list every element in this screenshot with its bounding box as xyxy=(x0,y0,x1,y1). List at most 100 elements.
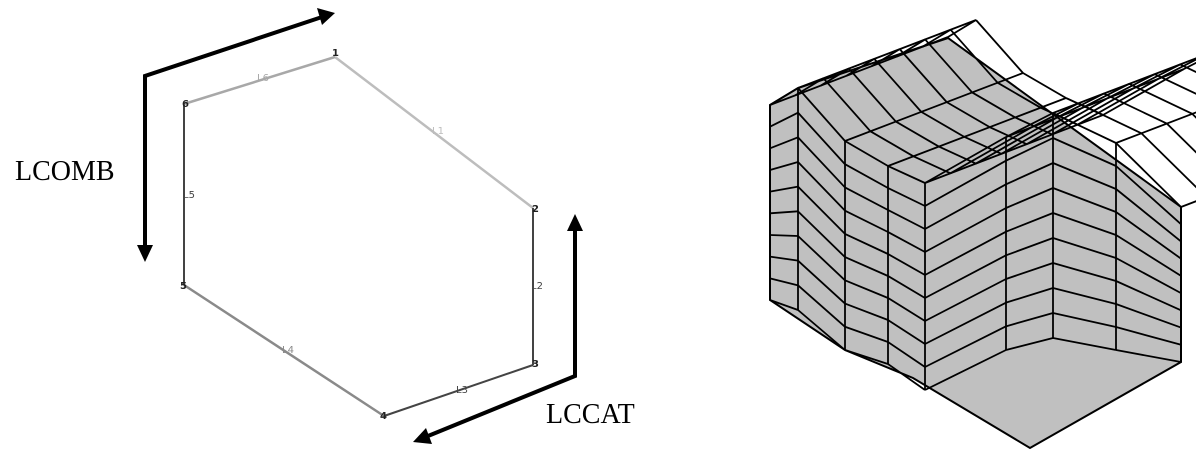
mesh-edge xyxy=(769,277,799,287)
mesh-edge xyxy=(887,341,926,368)
mesh-edge xyxy=(1077,77,1160,126)
line-label-l6: L6 xyxy=(257,73,269,84)
mesh-edge xyxy=(1115,188,1182,243)
mesh-edge xyxy=(1052,337,1117,351)
line-diagram: L1 L2 L3 L4 L5 L6 1 2 3 4 5 6 xyxy=(180,48,543,422)
prism-silhouette xyxy=(769,36,1182,450)
line-label-l1: L1 xyxy=(432,126,444,137)
mesh-edge xyxy=(769,111,799,128)
mesh-edge xyxy=(1052,187,1117,213)
mesh-edge xyxy=(975,116,1058,165)
mesh-edge xyxy=(797,235,846,281)
mesh-edge xyxy=(887,275,926,299)
mesh-edge xyxy=(1115,111,1196,144)
mesh-edge xyxy=(895,120,940,148)
mesh-edge xyxy=(920,111,965,138)
mesh-edge xyxy=(1158,58,1196,80)
mesh-edge xyxy=(1115,234,1182,277)
mesh-edge xyxy=(844,140,889,167)
mesh-edge xyxy=(947,19,977,38)
mesh-edge xyxy=(1115,349,1182,363)
mesh-edge xyxy=(924,136,1007,184)
line-l4 xyxy=(183,283,385,418)
mesh-edge xyxy=(924,207,1007,253)
mesh-edge xyxy=(963,136,1002,155)
lcomb-label: LCOMB xyxy=(15,156,115,187)
mesh-edge xyxy=(797,161,846,212)
mesh-edge xyxy=(1179,63,1196,73)
mesh-edge xyxy=(869,130,914,158)
keypoint-label-4: 4 xyxy=(380,411,387,422)
mesh-edge xyxy=(873,58,922,113)
mesh-edge xyxy=(769,87,799,106)
mesh-edge xyxy=(769,299,799,311)
keypoint-label-3: 3 xyxy=(532,359,539,370)
mesh-edge xyxy=(1005,137,1054,162)
line-l6 xyxy=(183,55,336,106)
mesh-edge xyxy=(887,231,926,253)
mesh-edge xyxy=(946,101,991,128)
mesh-edge xyxy=(913,155,951,175)
mesh-edge xyxy=(1052,287,1117,305)
mesh-edge xyxy=(1026,97,1109,145)
line-label-l5: L5 xyxy=(183,190,195,201)
mesh-edge xyxy=(844,279,889,299)
mesh-edge xyxy=(797,260,846,305)
mesh-edge xyxy=(769,161,799,171)
mesh-edge xyxy=(820,67,850,87)
mesh-edge xyxy=(971,91,1016,119)
mesh-edge xyxy=(769,185,799,193)
lcomb-arrow xyxy=(137,8,335,262)
mesh-edge xyxy=(887,363,926,391)
mesh-edge xyxy=(949,126,1032,175)
mesh-edge xyxy=(769,210,799,215)
mesh-edge xyxy=(769,234,799,237)
mesh-edge xyxy=(924,230,1007,276)
mesh-edge xyxy=(797,210,846,258)
mesh-edge xyxy=(1005,212,1054,233)
line-label-l4: L4 xyxy=(282,345,294,356)
mesh-edge xyxy=(1166,122,1196,154)
mesh-edge xyxy=(1014,116,1053,136)
mesh-edge xyxy=(887,209,926,230)
mesh-edge xyxy=(844,209,889,233)
mesh-edge xyxy=(769,136,799,150)
line-l1 xyxy=(334,56,534,209)
mesh-edge xyxy=(1132,63,1181,90)
keypoint-label-6: 6 xyxy=(182,99,189,110)
mesh-edge xyxy=(1022,72,1067,99)
mesh-edge xyxy=(887,253,926,276)
mesh-edge xyxy=(1052,312,1117,328)
mesh-edge xyxy=(1115,280,1182,312)
mesh-edge xyxy=(1052,162,1117,190)
mesh-edge xyxy=(1052,262,1117,282)
mesh-edge xyxy=(1115,257,1182,294)
mesh-edge xyxy=(844,302,889,321)
mesh-edge xyxy=(1005,237,1054,257)
mesh-edge xyxy=(797,309,846,351)
mesh-edge xyxy=(794,77,824,97)
mesh-edge xyxy=(887,165,926,184)
mesh-edge xyxy=(997,81,1042,109)
mesh-edge xyxy=(1115,211,1182,260)
mesh-edge xyxy=(797,87,846,142)
mesh-edge xyxy=(1102,68,1185,116)
mesh-edge xyxy=(1040,106,1078,126)
lccat-arrow xyxy=(413,214,583,444)
mesh-edge xyxy=(924,278,1007,322)
mesh-edge xyxy=(924,349,1007,391)
mesh-edge xyxy=(797,136,846,189)
mesh-edge xyxy=(769,255,799,262)
mesh-edge xyxy=(899,48,948,103)
mesh-edge xyxy=(1115,165,1182,225)
mesh-edge xyxy=(887,319,926,345)
mesh-edge xyxy=(1081,83,1130,109)
mesh-edge xyxy=(924,38,973,94)
mesh-edge xyxy=(1115,303,1182,329)
line-label-l2: L2 xyxy=(531,281,543,292)
mesh-edge xyxy=(887,187,926,207)
mesh-edge xyxy=(924,183,1007,230)
mesh-edge xyxy=(1052,137,1117,167)
mesh-edge xyxy=(924,159,1007,207)
